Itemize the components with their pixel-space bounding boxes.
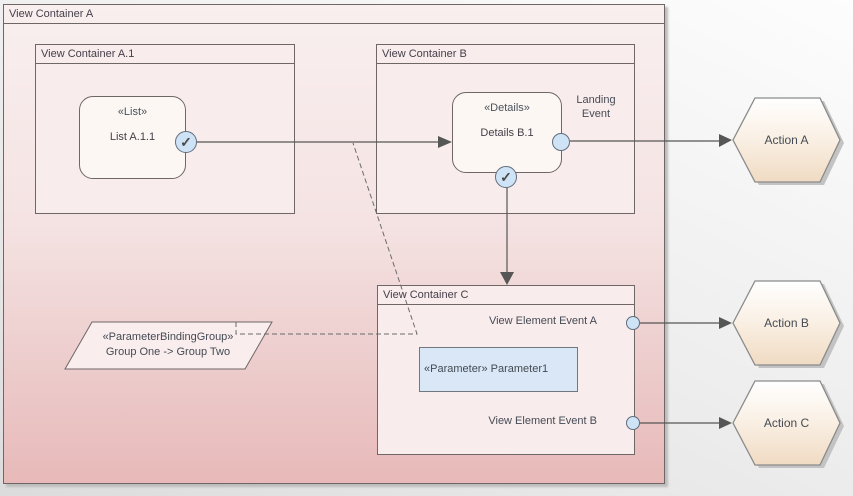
view-container-a1-title: View Container A.1 xyxy=(36,45,294,64)
checkmark-icon[interactable]: ✓ xyxy=(175,131,197,153)
arrowhead-to-action-b xyxy=(719,317,732,329)
parameter-binding-group-text: «ParameterBindingGroup» Group One -> Gro… xyxy=(70,330,266,360)
arrowhead-to-action-a xyxy=(719,134,732,147)
view-container-c-title: View Container C xyxy=(378,286,634,305)
view-list-a11[interactable]: «List» List A.1.1 xyxy=(79,96,186,179)
list-stereotype: «List» xyxy=(117,106,148,118)
view-details-b1[interactable]: «Details» Details B.1 xyxy=(452,92,562,173)
view-element-event-b-port-icon[interactable] xyxy=(626,416,640,430)
action-b-label[interactable]: Action B xyxy=(764,316,809,330)
landing-event-label: Landing Event xyxy=(576,94,616,120)
binding-group-stereotype: «ParameterBindingGroup» xyxy=(102,331,234,343)
view-container-a-title: View Container A xyxy=(4,5,664,24)
action-a-label[interactable]: Action A xyxy=(764,133,809,147)
view-element-event-b-label: View Element Event B xyxy=(488,415,597,427)
view-container-b-title: View Container B xyxy=(377,45,634,64)
view-element-event-a-label: View Element Event A xyxy=(488,315,597,327)
list-name: List A.1.1 xyxy=(109,131,156,143)
details-stereotype: «Details» xyxy=(484,102,530,114)
landing-event-port-icon[interactable] xyxy=(552,133,570,151)
details-name: Details B.1 xyxy=(480,127,534,139)
view-element-event-a-port-icon[interactable] xyxy=(626,316,640,330)
arrowhead-to-action-c xyxy=(719,417,732,429)
checkmark-icon[interactable]: ✓ xyxy=(495,166,517,188)
action-c-label[interactable]: Action C xyxy=(763,416,810,430)
binding-group-mapping: Group One -> Group Two xyxy=(105,346,231,358)
parameter-parameter1[interactable]: «Parameter» Parameter1 xyxy=(419,347,578,392)
